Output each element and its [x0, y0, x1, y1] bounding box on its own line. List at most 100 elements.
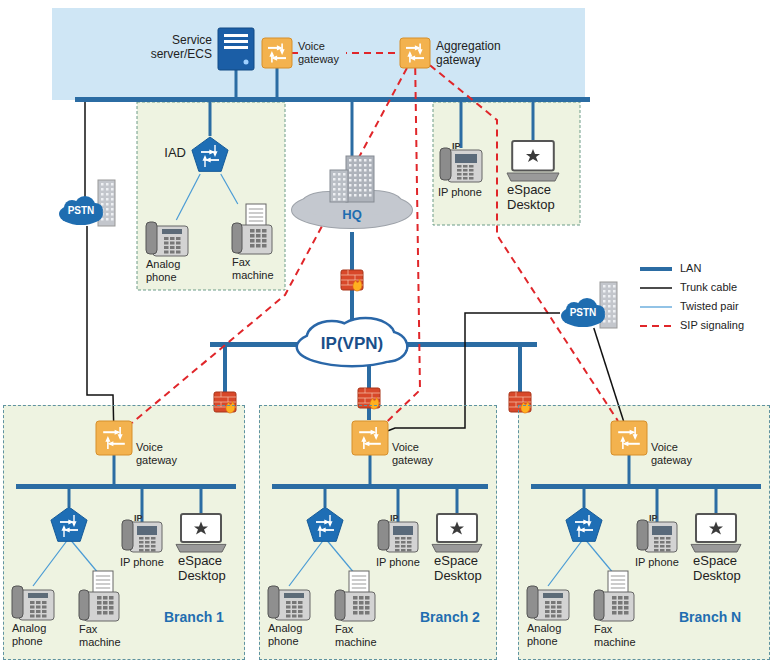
keypad-key	[612, 601, 617, 605]
keypad-key	[666, 549, 671, 552]
keypad-key	[612, 596, 617, 600]
keypad-key	[401, 545, 406, 548]
keypad-key	[618, 596, 623, 600]
phone-body	[386, 522, 418, 552]
building-window	[349, 194, 352, 197]
phone-display	[284, 593, 304, 598]
keypad-key	[139, 541, 144, 544]
arrow-tip	[576, 525, 581, 531]
building-window	[333, 178, 336, 181]
trunk-cable	[594, 328, 624, 421]
building-window	[106, 193, 109, 196]
building-window	[603, 290, 606, 293]
keypad-key	[256, 239, 261, 243]
keypad-key	[365, 601, 370, 605]
analog-phone: Analog phone	[527, 584, 569, 620]
paper-line	[611, 576, 625, 577]
legend-label: SIP signaling	[680, 319, 744, 332]
keypad-key	[151, 549, 156, 552]
keypad-key	[145, 545, 150, 548]
twisted-pair	[69, 538, 99, 574]
fax-handset	[335, 590, 345, 620]
keypad-key	[353, 596, 358, 600]
brick-line	[516, 392, 517, 397]
building-window	[111, 213, 114, 216]
building-window	[343, 193, 346, 196]
icon-badge: IP	[649, 513, 667, 523]
building-window	[364, 164, 367, 167]
gateway-body	[262, 38, 292, 68]
phone-body	[275, 590, 310, 620]
espace-logo	[194, 522, 208, 535]
keypad-key	[36, 606, 41, 609]
keypad-key	[103, 601, 108, 605]
lan-drop	[200, 486, 203, 514]
pstn-cloud: PSTN	[58, 196, 116, 226]
node-label: Fax machine	[232, 256, 282, 281]
fax-handset	[232, 223, 242, 253]
lan-drop	[583, 486, 586, 507]
building-window	[359, 164, 362, 167]
building-window	[106, 183, 109, 186]
laptop-graphic	[507, 141, 559, 181]
building-window	[354, 189, 357, 192]
pstn-cloud: PSTN	[560, 298, 618, 328]
laptop-screen	[696, 514, 736, 542]
keypad-key	[262, 239, 267, 243]
phone-handset	[378, 520, 389, 550]
building-window	[613, 290, 616, 293]
building-window	[333, 183, 336, 186]
icon-badge: IP	[452, 141, 470, 151]
keypad-key	[407, 537, 412, 540]
keypad-key	[109, 596, 114, 600]
legend-label: Twisted pair	[680, 300, 739, 313]
node-label: HQ	[292, 208, 412, 223]
hq-area	[137, 102, 285, 290]
icon-badge: IP	[134, 513, 152, 523]
building-window	[608, 315, 611, 318]
iad-graphic	[190, 136, 230, 174]
gateway-graphic	[262, 38, 292, 68]
keypad-key	[660, 537, 665, 540]
keypad-key	[176, 251, 181, 254]
building-window	[369, 174, 372, 177]
keypad-key	[457, 177, 462, 180]
keypad-key	[36, 601, 41, 604]
firewall-icon	[509, 392, 531, 413]
arrow-tip	[327, 521, 332, 527]
building-window	[343, 188, 346, 191]
laptop-base	[507, 173, 559, 181]
keypad-key	[139, 537, 144, 540]
keypad-key	[660, 549, 665, 552]
building-window	[354, 179, 357, 182]
phone-display	[162, 229, 182, 234]
laptop-base	[432, 544, 482, 552]
arrow-tip	[105, 436, 110, 442]
node-label: Analog phone	[527, 622, 575, 647]
building-window	[603, 300, 606, 303]
phone-body	[130, 522, 162, 552]
keypad-key	[463, 177, 468, 180]
building-window	[101, 203, 104, 206]
keypad-key	[262, 229, 267, 233]
phone-screen	[455, 154, 477, 163]
brick-line	[509, 397, 531, 398]
phone-screen	[652, 526, 672, 535]
keypad-key	[353, 611, 358, 615]
building-window	[613, 300, 616, 303]
keypad-key	[551, 610, 556, 613]
keypad-key	[557, 601, 562, 604]
iad-body	[566, 507, 602, 541]
node-label: eSpace Desktop	[507, 183, 573, 213]
flame	[353, 279, 362, 291]
keypad-key	[359, 606, 364, 610]
keypad-key	[395, 537, 400, 540]
legend-label: Trunk cable	[680, 281, 737, 294]
brick-line	[365, 398, 366, 403]
gateway-graphic	[400, 38, 430, 68]
keypad-key	[97, 601, 102, 605]
icon-badge: IP	[390, 513, 408, 523]
laptop-graphic	[176, 514, 226, 552]
node-label: IP phone	[438, 186, 494, 199]
node-label: Analog phone	[12, 622, 60, 647]
